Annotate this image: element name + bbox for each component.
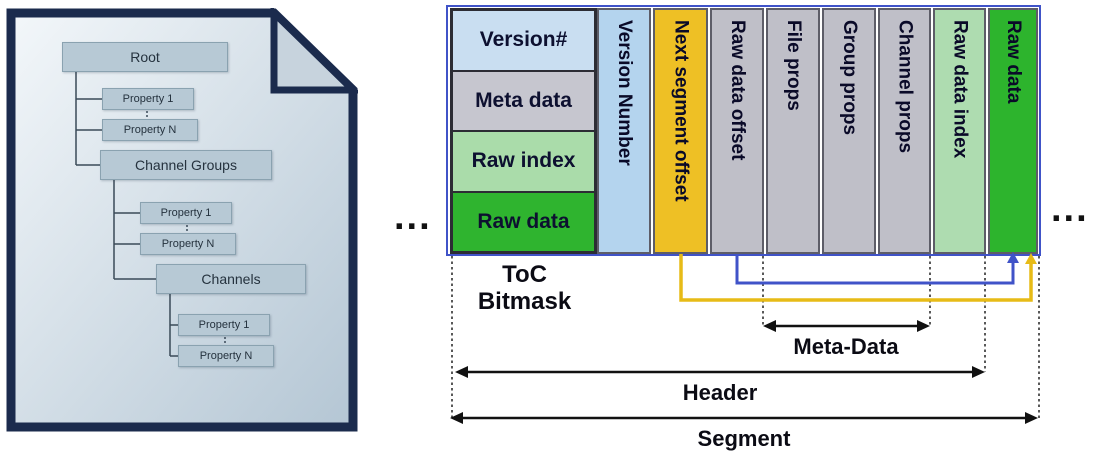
- segment-span-arrow: [450, 412, 1038, 424]
- tree-node-property-n: Property N: [102, 119, 198, 141]
- column-label: File props: [783, 20, 804, 111]
- segment-span-label: Segment: [697, 426, 791, 451]
- column-label: Version Number: [614, 20, 635, 166]
- header-span-arrow: [455, 366, 985, 378]
- segment-column-version-number: Version Number: [597, 8, 651, 254]
- raw-data-offset-pointer: [735, 254, 1015, 285]
- column-label: Raw data index: [949, 20, 971, 159]
- column-label: Channel props: [894, 20, 916, 154]
- legend-raw-index: Raw index: [453, 132, 594, 193]
- next-segment-offset-pointer: [679, 254, 1033, 302]
- toc-bitmask-caption: ToC Bitmask: [477, 261, 572, 315]
- tree-node-property-1: Property 1: [140, 202, 232, 224]
- segment-column-raw-data: Raw data: [988, 8, 1038, 254]
- tree-node-property-n: Property N: [178, 345, 274, 367]
- segment-column-file-props: File props: [766, 8, 820, 254]
- ellipsis-right: ...: [1051, 188, 1089, 230]
- legend-raw-data: Raw data: [453, 192, 594, 251]
- toc-bitmask-legend: Version# Meta data Raw index Raw data: [450, 8, 597, 254]
- tree-node-property-1: Property 1: [102, 88, 194, 110]
- segment-column-group-props: Group props: [822, 8, 876, 254]
- file-document: Root Property 1 Property N Channel Group…: [6, 8, 358, 432]
- tree-connectors: [75, 72, 226, 357]
- header-span-label: Header: [682, 380, 758, 405]
- tree-node-channels: Channels: [156, 264, 306, 294]
- tree-node-property-1: Property 1: [178, 314, 270, 336]
- segment-column-raw-data-index: Raw data index: [933, 8, 986, 254]
- column-label: Raw data: [1003, 20, 1024, 104]
- segment-column-channel-props: Channel props: [878, 8, 931, 254]
- meta-data-span-arrow: [763, 320, 930, 332]
- segment-column-next-segment-offset: Next segment offset: [653, 8, 708, 254]
- column-label: Group props: [839, 20, 860, 136]
- legend-version: Version#: [453, 11, 594, 72]
- ellipsis-left: ...: [394, 196, 432, 238]
- column-label: Next segment offset: [670, 20, 692, 202]
- tree-node-root: Root: [62, 42, 228, 72]
- legend-meta-data: Meta data: [453, 71, 594, 132]
- column-label: Raw data offset: [727, 20, 748, 161]
- folded-corner-icon: [270, 8, 358, 94]
- tree-node-channel-groups: Channel Groups: [100, 150, 272, 180]
- meta-data-span-label: Meta-Data: [793, 334, 899, 359]
- tree-node-property-n: Property N: [140, 233, 236, 255]
- segment-column-raw-data-offset: Raw data offset: [710, 8, 764, 254]
